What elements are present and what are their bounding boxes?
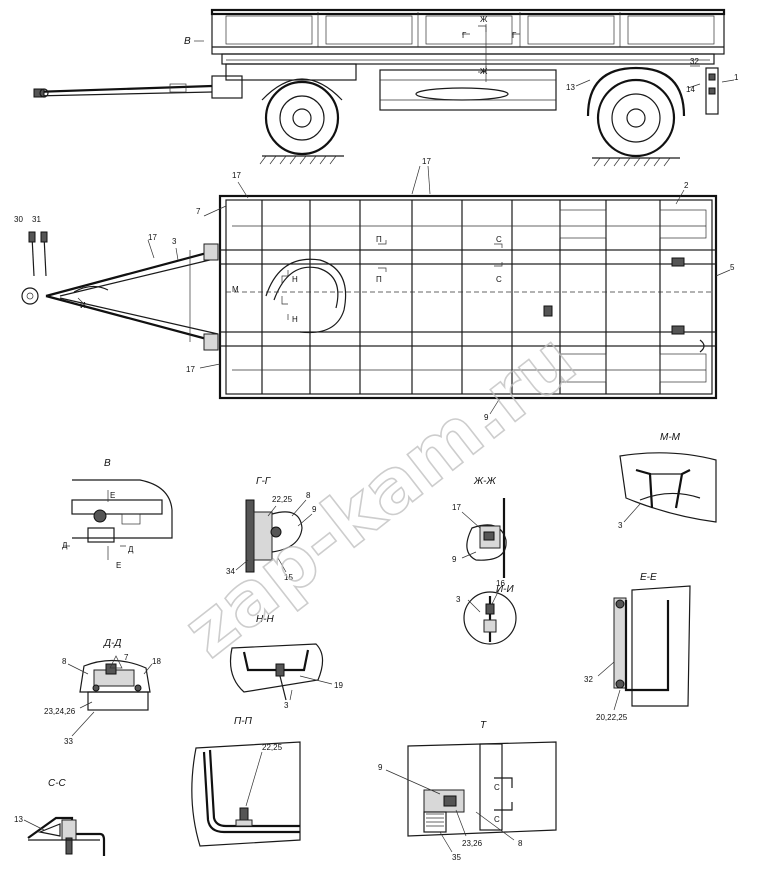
callout-3: 3 (172, 237, 177, 246)
callout-31: 31 (32, 215, 41, 224)
callout-32: 32 (690, 57, 699, 66)
callout-9: 9 (484, 413, 489, 422)
section-nn-drawing (229, 643, 333, 701)
section-dd-title: Д-Д (103, 638, 121, 649)
callout-13: 13 (566, 83, 575, 92)
section-gg-callout-9: 9 (312, 505, 317, 514)
detail-b-title: В (104, 458, 111, 469)
section-ii-drawing (463, 587, 517, 645)
section-ss-drawing (23, 816, 106, 856)
detail-b-drawing (64, 479, 173, 560)
section-zhzh-drawing (461, 498, 507, 578)
detail-b-d-left: Д (62, 541, 68, 550)
section-mm-drawing (619, 452, 717, 523)
callout-17-bottom: 17 (186, 365, 195, 374)
callout-17-drawbar: 17 (148, 233, 157, 242)
detail-t-callout-8: 8 (518, 839, 523, 848)
section-m-marker: М (232, 285, 239, 294)
section-gg-callout-22-25: 22,25 (272, 495, 293, 504)
callout-5: 5 (730, 263, 735, 272)
section-ee-callout-20-22-25: 20,22,25 (596, 713, 628, 722)
section-pp-title: П-П (234, 716, 253, 727)
detail-t-title: Т (480, 720, 487, 731)
section-ss-title: С-С (48, 778, 67, 789)
section-zhzh-callout-9: 9 (452, 555, 457, 564)
detail-t-callout-9: 9 (378, 763, 383, 772)
section-n-marker-top: Н (292, 275, 298, 284)
section-gg-callout-8: 8 (306, 491, 311, 500)
callout-17-left: 17 (232, 171, 241, 180)
detail-t-s-top: С (494, 783, 500, 792)
section-ii-callout-3: 3 (456, 595, 461, 604)
callout-17-top: 17 (422, 157, 431, 166)
section-zhzh-callout-17: 17 (452, 503, 461, 512)
section-dd-callout-33: 33 (64, 737, 73, 746)
section-ee-drawing (597, 585, 691, 711)
section-ii-callout-16: 16 (496, 579, 505, 588)
section-ee-callout-32: 32 (584, 675, 593, 684)
callout-7: 7 (196, 207, 201, 216)
detail-b-e-bottom: Е (116, 561, 121, 570)
section-zh-label-top: Ж (480, 15, 488, 24)
detail-b-d-right: Д (128, 545, 134, 554)
section-zh-label-bottom: Ж (480, 67, 488, 76)
section-nn-callout-3: 3 (284, 701, 289, 710)
section-n-marker-bottom: Н (292, 315, 298, 324)
detail-t-s-bottom: С (494, 815, 500, 824)
detail-t-callout-23-26: 23,26 (462, 839, 483, 848)
section-gg-title: Г-Г (256, 476, 272, 487)
section-dd-callout-23-24-26: 23,24,26 (44, 707, 76, 716)
callout-1: 1 (734, 73, 739, 82)
callout-2: 2 (684, 181, 689, 190)
callout-30: 30 (14, 215, 23, 224)
section-pp-drawing (191, 741, 301, 847)
section-dd-drawing (67, 655, 153, 737)
section-ii-title: И-И (496, 584, 514, 595)
callout-14: 14 (686, 85, 695, 94)
section-zhzh-title: Ж-Ж (473, 476, 497, 487)
detail-t-drawing (385, 741, 557, 853)
section-nn-title: Н-Н (256, 614, 275, 625)
section-ss-callout-13: 13 (14, 815, 23, 824)
side-view (33, 8, 735, 167)
detail-b-e-top: Е (110, 491, 115, 500)
section-pp-callout-22-25: 22,25 (262, 743, 283, 752)
section-dd-callout-18: 18 (152, 657, 161, 666)
section-mm-callout-3: 3 (618, 521, 623, 530)
section-g-label-left: Г (462, 31, 467, 40)
section-dd-callout-7: 7 (124, 653, 129, 662)
section-mm-title: М-М (660, 432, 681, 443)
view-b-arrow-label: В (184, 36, 191, 47)
section-p-marker-bottom: П (376, 275, 382, 284)
section-dd-callout-8: 8 (62, 657, 67, 666)
section-s-marker-top: С (496, 235, 502, 244)
section-nn-callout-19: 19 (334, 681, 343, 690)
section-i-marker: И (80, 301, 86, 310)
section-p-marker-top: П (376, 235, 382, 244)
section-g-label-right: Г (512, 31, 517, 40)
section-gg-drawing (235, 499, 313, 573)
detail-t-callout-35: 35 (452, 853, 461, 862)
watermark-text: zap-kam.ru (168, 317, 591, 674)
section-gg-callout-15: 15 (284, 573, 293, 582)
section-ee-title: Е-Е (640, 572, 657, 583)
top-view (21, 165, 731, 415)
section-gg-callout-34: 34 (226, 567, 235, 576)
section-s-marker-bottom: С (496, 275, 502, 284)
